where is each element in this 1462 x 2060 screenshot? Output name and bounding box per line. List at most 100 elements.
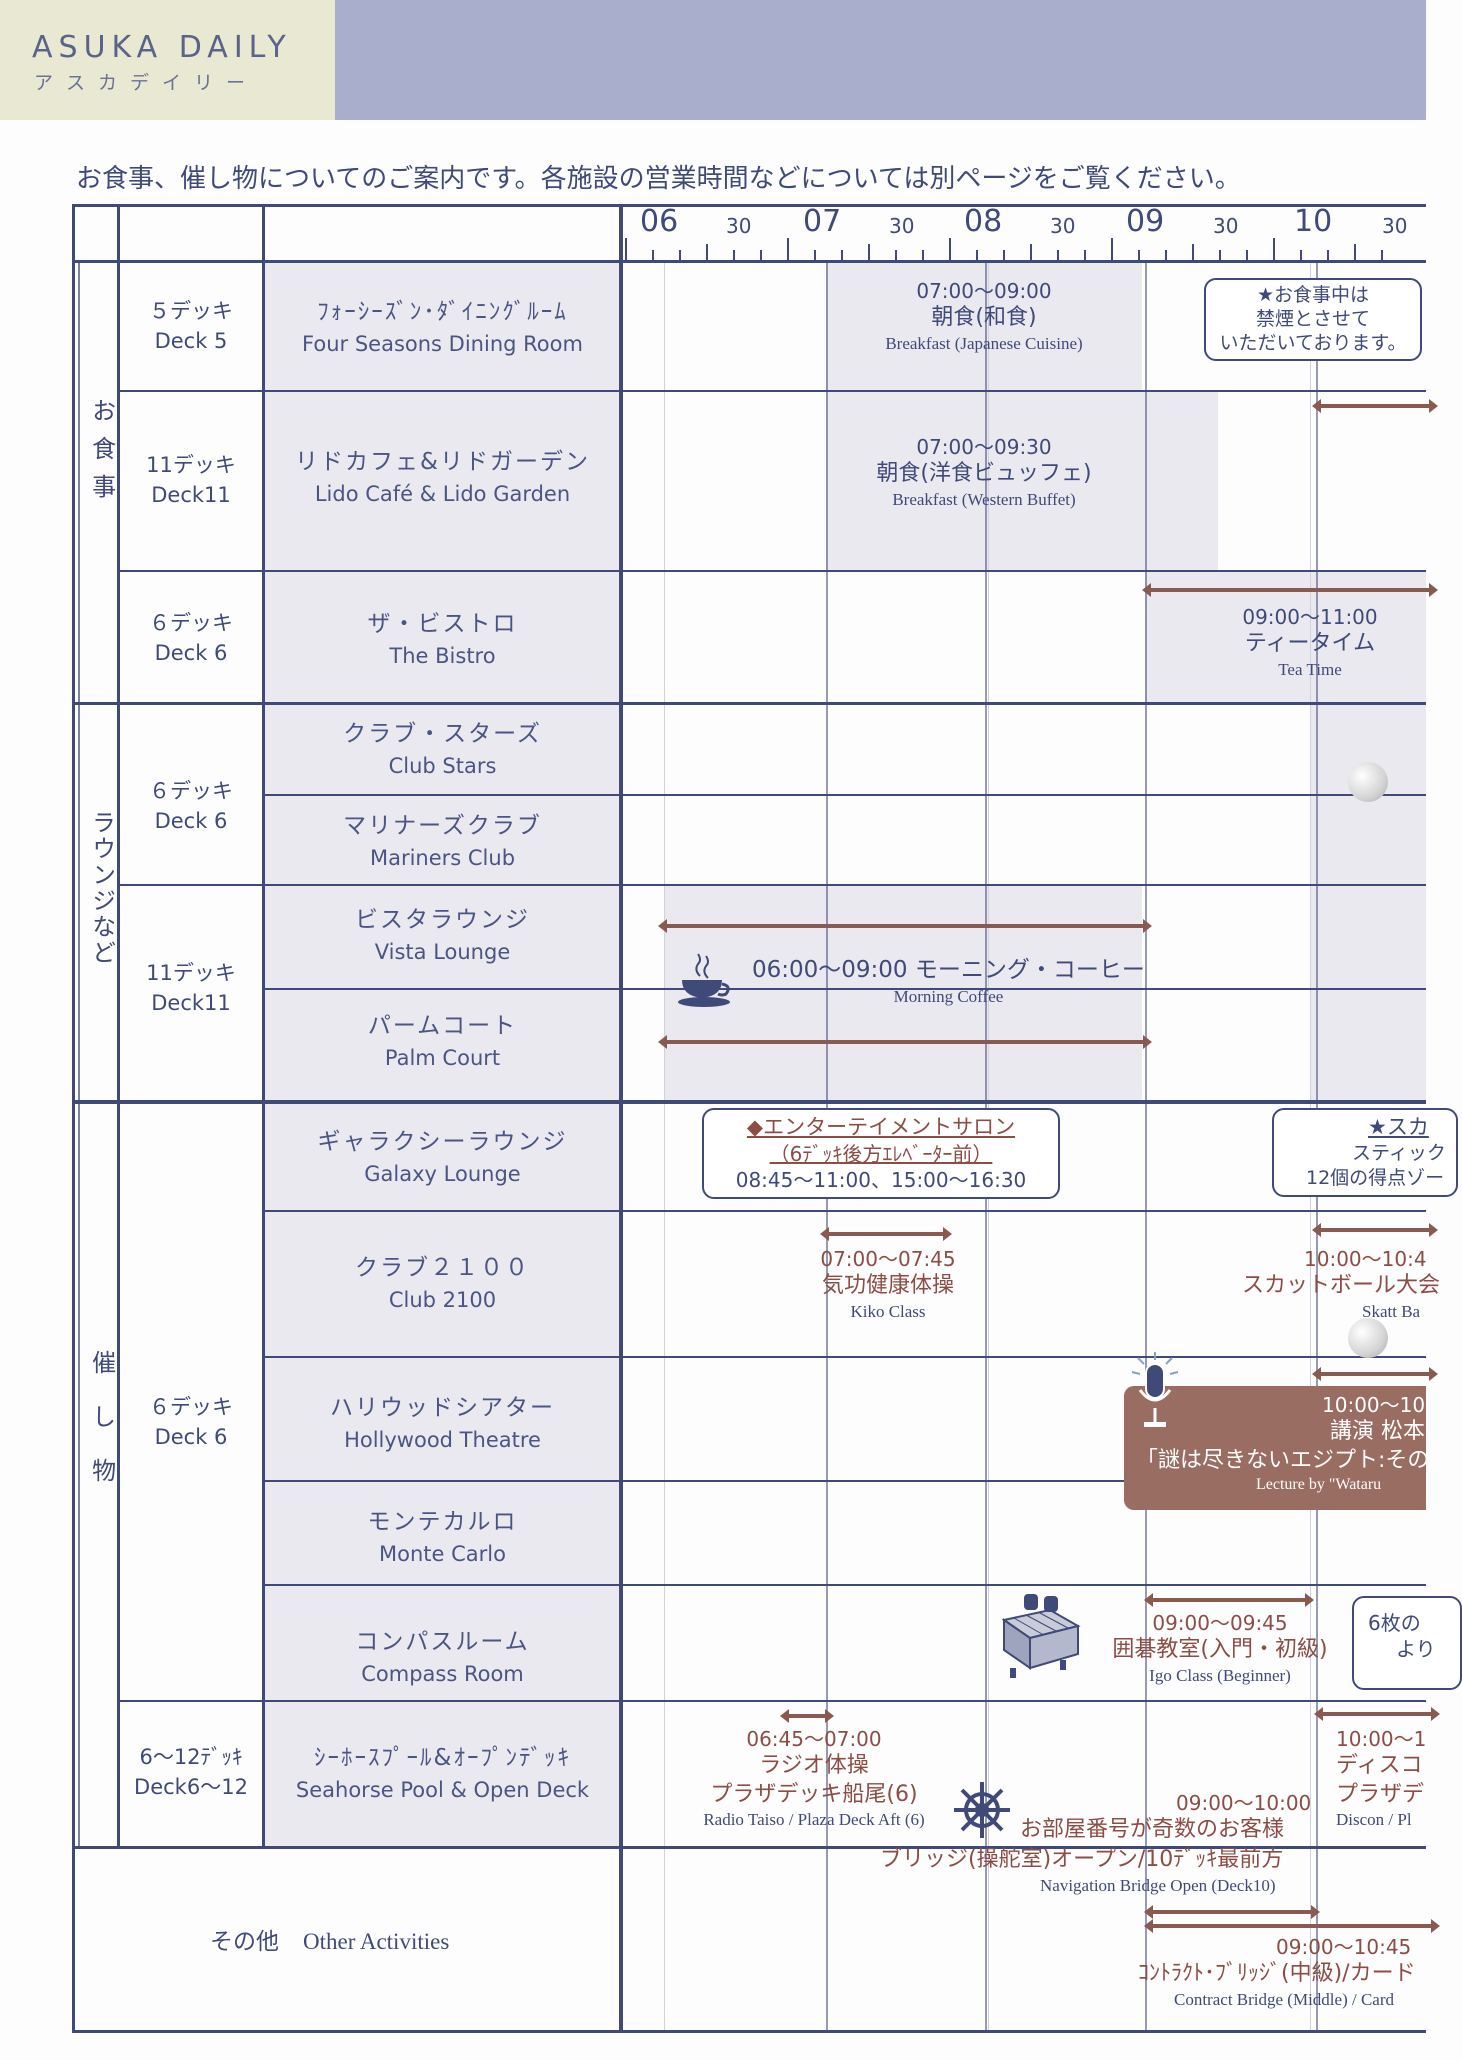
rule-r4 xyxy=(265,794,1426,796)
timeline-tick xyxy=(733,250,735,260)
event-bridge-detail: ブリッジ(操舵室)オープン/10ﾃﾞｯｷ最前方 Navigation Bridg… xyxy=(880,1846,1283,1897)
timeline-tick xyxy=(706,244,708,260)
event-morning-coffee: 06:00〜09:00 モーニング・コーヒー Morning Coffee xyxy=(752,956,1145,1008)
intro-text: お食事、催し物についてのご案内です。各施設の営業時間などについては別ページをご覧… xyxy=(76,164,1241,194)
rule-r13 xyxy=(72,1846,1426,1849)
notice-line: 禁煙とさせて xyxy=(1255,307,1370,330)
arrow-kiko xyxy=(820,1227,952,1241)
ship-wheel-icon xyxy=(952,1780,1012,1840)
venue-label-en: Four Seasons Dining Room xyxy=(302,332,583,357)
other-jp: その他 xyxy=(210,1929,279,1955)
category-dining: お食事 xyxy=(78,398,118,528)
arrow-coffee-palm xyxy=(658,1035,1152,1049)
shade-coffee xyxy=(664,884,1142,1102)
ball-icon xyxy=(1348,1318,1388,1358)
event-time: 09:00〜10:00 xyxy=(1176,1791,1312,1815)
venue-label-en: Mariners Club xyxy=(369,846,516,871)
venue-label-en: Palm Court xyxy=(384,1046,501,1071)
timeline-tick xyxy=(1165,250,1167,260)
arrow-contract-bridge xyxy=(1144,1919,1440,1933)
notice-line: 12個の得点ゾー xyxy=(1306,1166,1445,1189)
event-time: 07:00〜07:45 xyxy=(820,1247,956,1271)
event-skatt-ball: 10:00〜10:4 スカットボール大会 Skatt Ba xyxy=(1242,1246,1440,1323)
event-bridge-open: 09:00〜10:00 お部屋番号が奇数のお客様 xyxy=(1014,1790,1311,1845)
venue-label-jp: ギャラクシーラウンジ xyxy=(317,1129,568,1155)
rule-top xyxy=(72,204,1426,207)
timeline-tick xyxy=(787,238,789,260)
arrow-igo xyxy=(1144,1593,1314,1607)
rule-r3 xyxy=(72,702,1426,705)
arrow-lido-lunch xyxy=(1312,399,1438,413)
venue-label-jp: パームコート xyxy=(367,1013,518,1039)
half-0830: 30 xyxy=(1050,214,1076,238)
arrow-bridge-open xyxy=(1144,1905,1320,1919)
event-lecture: 10:00〜10 講演 松本 「謎は尽きないエジプト:その Lecture by… xyxy=(1136,1392,1429,1496)
event-title: 朝食(洋食ビュッフェ) xyxy=(876,461,1092,486)
deck-label-en: Deck6〜12 xyxy=(134,1775,248,1800)
venue-label-jp: クラブ・スターズ xyxy=(343,721,542,747)
event-title: ラジオ体操 xyxy=(759,1753,869,1778)
timeline-tick xyxy=(949,238,951,260)
hour-10: 10 xyxy=(1294,204,1333,239)
event-time: 09:00〜11:00 xyxy=(1242,605,1378,629)
arrow-skatt-ball xyxy=(1312,1223,1438,1237)
event-title-en: Lecture by "Wataru xyxy=(1256,1476,1382,1494)
venue-label-jp: マリナーズクラブ xyxy=(343,813,542,839)
venue-label-en: Compass Room xyxy=(361,1662,524,1687)
event-time: 09:00〜10:45 xyxy=(1276,1935,1412,1959)
timeline-tick xyxy=(1138,250,1140,260)
notice-line: ◆エンターテイメントサロン xyxy=(746,1115,1016,1139)
event-radio-taiso: 06:45〜07:00 ラジオ体操 プラザデッキ船尾(6) Radio Tais… xyxy=(664,1726,964,1831)
venue-label-en: Seahorse Pool & Open Deck xyxy=(295,1778,590,1803)
ball-icon xyxy=(1348,762,1388,802)
event-title: ディスコ xyxy=(1336,1753,1423,1778)
col-cat-inner xyxy=(78,262,80,1846)
deck-label-jp: ６デッキ xyxy=(149,611,233,635)
event-contract-bridge: 09:00〜10:45 ｺﾝﾄﾗｸﾄ･ﾌﾞﾘｯｼﾞ(中級)/カード Contra… xyxy=(1138,1934,1416,2011)
event-title-en: Igo Class (Beginner) xyxy=(1149,1665,1291,1685)
timeline-tick xyxy=(652,250,654,260)
deck-label-jp: ６デッキ xyxy=(149,779,233,803)
hour-06: 06 xyxy=(640,204,679,239)
lecture-panel xyxy=(1124,1386,1426,1510)
venue-column-bg xyxy=(265,262,620,1847)
venue-label-en: Vista Lounge xyxy=(374,940,511,965)
grid-0900 xyxy=(1145,262,1147,2032)
event-title-en: Breakfast (Western Buffet) xyxy=(892,489,1076,509)
col-cat xyxy=(117,204,120,1848)
notice-line: 08:45〜11:00、15:00〜16:30 xyxy=(735,1168,1027,1193)
event-title: 気功健康体操 xyxy=(821,1273,954,1298)
venue-label-jp: クラブ２１００ xyxy=(355,1255,530,1281)
event-time: 10:00〜1 xyxy=(1336,1727,1427,1751)
event-time: 10:00〜10 xyxy=(1322,1393,1426,1417)
timeline-tick xyxy=(1381,250,1383,260)
timeline-tick xyxy=(841,250,843,260)
arrow-coffee-vista xyxy=(658,919,1152,933)
other-en: Other Activities xyxy=(303,1929,450,1954)
venue-palm: パームコート Palm Court xyxy=(265,1010,620,1074)
event-breakfast-japanese: 07:00〜09:00 朝食(和食) Breakfast (Japanese C… xyxy=(826,278,1142,355)
event-title: 講演 松本 xyxy=(1330,1419,1425,1444)
rule-r5 xyxy=(118,884,1426,886)
rule-r9 xyxy=(265,1356,1426,1358)
category-events: 催し物 xyxy=(78,1350,118,1528)
timeline-tick xyxy=(976,250,978,260)
microphone-icon xyxy=(1128,1350,1182,1436)
event-title-en: Breakfast (Japanese Cuisine) xyxy=(885,333,1083,353)
category-lounges-label: ラウンジなど xyxy=(87,810,116,966)
event-time: 09:00〜09:45 xyxy=(1152,1611,1288,1635)
deck-label-en: Deck 6 xyxy=(154,641,228,666)
deck-6a: ６デッキ Deck 6 xyxy=(120,608,262,669)
deck-label-jp: 11デッキ xyxy=(146,961,236,985)
notice-cards: 6枚の より xyxy=(1352,1596,1462,1690)
timeline-tick xyxy=(1300,250,1302,260)
rule-r11 xyxy=(265,1584,1426,1586)
event-title-en: Morning Coffee xyxy=(893,986,1004,1006)
